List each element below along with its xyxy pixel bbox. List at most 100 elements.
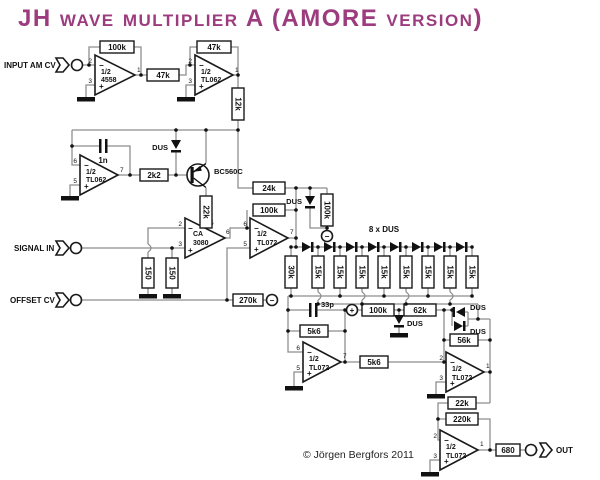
- svg-text:220k: 220k: [453, 415, 471, 424]
- svg-text:47k: 47k: [156, 71, 170, 80]
- diode-label: DUS: [407, 319, 423, 328]
- pin-1: 1: [486, 363, 490, 370]
- opamp-tl072-sum1: − + 1/2 TL072 6 5 7: [296, 340, 347, 384]
- resistor-56k: 56k: [449, 333, 479, 347]
- inv-sign: −: [188, 224, 193, 233]
- svg-text:100k: 100k: [108, 43, 126, 52]
- opamp-tl072-sum2: − + 1/2 TL072 2 3 1: [439, 350, 490, 394]
- resistor-12k: 12k: [231, 87, 245, 121]
- diode-dus-3: DUS: [394, 315, 423, 328]
- resistor-15k-4: 15k: [377, 255, 391, 289]
- resistor-15k-8: 15k: [465, 255, 479, 289]
- svg-text:15k: 15k: [446, 265, 455, 279]
- svg-text:47k: 47k: [207, 43, 221, 52]
- signal-in-label: SIGNAL IN: [14, 244, 55, 253]
- pin-3: 3: [88, 78, 92, 85]
- opamp-part-line2: 3080: [193, 240, 209, 247]
- inv-sign: −: [450, 358, 455, 367]
- noninv-sign: +: [188, 246, 193, 255]
- capacitor-33p: 33p: [309, 300, 334, 317]
- resistor-680: 680: [495, 443, 521, 457]
- opamp-part-line1: CA: [193, 231, 203, 238]
- pin-3: 3: [433, 453, 437, 460]
- jack-circle: [524, 443, 538, 457]
- resistor-5k6-series: 5k6: [359, 355, 389, 369]
- resistor-100k-plus: 100k: [361, 303, 395, 317]
- resistor-150-a: 150: [141, 257, 155, 289]
- noninv-sign: +: [450, 379, 455, 388]
- pin-2: 2: [433, 433, 437, 440]
- opamp-half: 1/2: [201, 69, 211, 76]
- opamp-tl072-out: − + 1/2 TL072 2 3 1: [433, 428, 484, 472]
- svg-text:100k: 100k: [260, 206, 278, 215]
- noninv-sign: +: [444, 457, 449, 466]
- inv-sign: −: [84, 161, 89, 170]
- resistor-15k-1: 15k: [311, 255, 325, 289]
- arrow-icon: [54, 57, 71, 73]
- pin-3: 3: [178, 241, 182, 248]
- ground-symbols: [61, 97, 445, 477]
- out-label: OUT: [556, 446, 573, 455]
- noninv-sign: +: [307, 369, 312, 378]
- resistor-62k: 62k: [403, 303, 437, 317]
- svg-text:5k6: 5k6: [367, 358, 381, 367]
- resistor-22k-out: 22k: [447, 396, 477, 410]
- opamp-part: TL072: [257, 240, 277, 247]
- supply-minus-2: −: [265, 293, 279, 307]
- opamp-ca3080: − + CA 3080 2 3 5 6: [178, 216, 230, 260]
- resistor-150-b: 150: [165, 257, 179, 289]
- pin-7: 7: [120, 167, 124, 174]
- page-title: JH wave multiplier A (AMORE version): [18, 5, 483, 32]
- pin-7: 7: [290, 229, 294, 236]
- svg-text:15k: 15k: [424, 265, 433, 279]
- jack-offset-cv: OFFSET CV: [10, 292, 83, 308]
- pin-5: 5: [73, 178, 77, 185]
- inv-sign: −: [444, 436, 449, 445]
- diode-dus-1: DUS: [152, 140, 181, 153]
- opamp-part: TL062: [86, 177, 106, 184]
- opamp-tl062-b: − + 1/2 TL062 6 5 7: [73, 153, 124, 197]
- inv-sign: −: [199, 61, 204, 70]
- resistor-100k-fb-shaper: 100k: [252, 203, 286, 217]
- jack-signal-in: SIGNAL IN: [14, 240, 83, 256]
- diode-label: DUS: [470, 303, 486, 312]
- resistor-15k-2: 15k: [333, 255, 347, 289]
- opamp-part: TL072: [309, 365, 329, 372]
- inv-sign: −: [254, 224, 259, 233]
- pin-1: 1: [480, 441, 484, 448]
- inv-sign: −: [307, 348, 312, 357]
- diode-chain-label: 8 x DUS: [369, 225, 400, 234]
- svg-text:24k: 24k: [262, 184, 276, 193]
- svg-text:15k: 15k: [468, 265, 477, 279]
- inv-sign: −: [99, 61, 104, 70]
- input-am-cv-label: INPUT AM CV: [4, 61, 56, 70]
- diode-dus-2: DUS: [286, 196, 315, 209]
- opamp-half: 1/2: [86, 169, 96, 176]
- opamp-part: TL072: [446, 453, 466, 460]
- diode-dus-pair-lower: DUS: [454, 321, 486, 336]
- opamp-half: 1/2: [257, 231, 267, 238]
- resistor-100k-fb-4558: 100k: [99, 40, 135, 54]
- opamp-part: TL062: [201, 77, 221, 84]
- resistor-24k: 24k: [252, 181, 286, 195]
- resistor-220k: 220k: [445, 412, 479, 426]
- pin-6: 6: [73, 158, 77, 165]
- resistor-15k-5: 15k: [399, 255, 413, 289]
- svg-text:−: −: [325, 232, 330, 241]
- svg-text:15k: 15k: [402, 265, 411, 279]
- pin-3: 3: [188, 78, 192, 85]
- svg-text:12k: 12k: [234, 97, 243, 111]
- resistor-2k2: 2k2: [139, 168, 169, 182]
- pin-7: 7: [343, 353, 347, 360]
- svg-text:15k: 15k: [358, 265, 367, 279]
- jack-circle: [69, 293, 83, 307]
- resistor-5k6-feedback: 5k6: [299, 324, 329, 338]
- capacitor-1n: 1n: [98, 139, 108, 165]
- diode-label: DUS: [470, 327, 486, 336]
- pin-5: 5: [243, 241, 247, 248]
- arrow-icon: [538, 442, 554, 458]
- noninv-sign: +: [254, 245, 259, 254]
- pin-2: 2: [88, 58, 92, 65]
